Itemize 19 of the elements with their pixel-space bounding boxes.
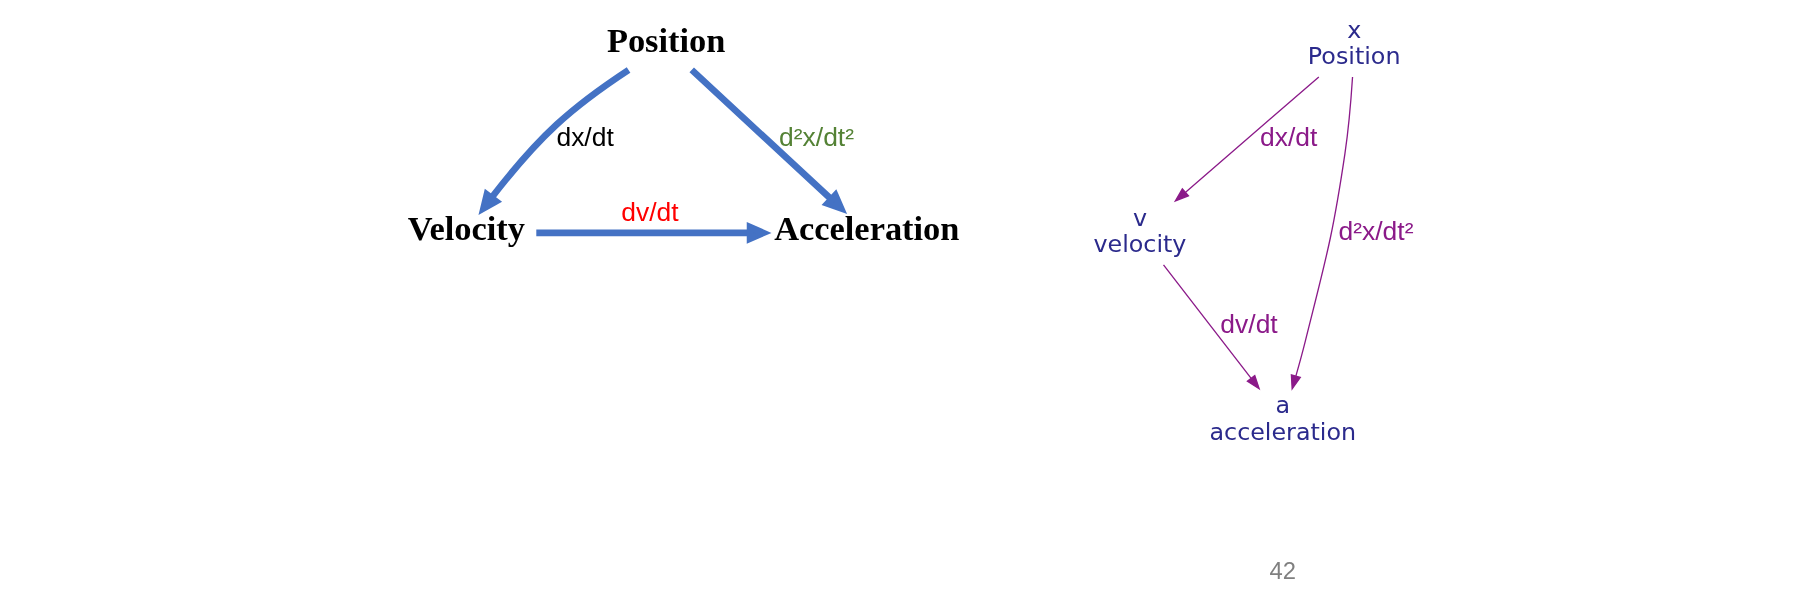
edge-label: dv/dt (620, 197, 679, 228)
node-text: Acceleration (773, 208, 959, 247)
node-text: x Position (1307, 15, 1401, 71)
edge-label: dv/dt (1219, 309, 1278, 340)
edge-label: dx/dt (1259, 121, 1317, 152)
node-text: a acceleration (1208, 391, 1356, 446)
label: 42 (1269, 556, 1296, 584)
arrow (535, 222, 772, 244)
edge-label: dx/dt (555, 121, 614, 152)
node-text: v velocity (1092, 203, 1186, 258)
arrow (477, 67, 630, 215)
arrow (688, 67, 847, 214)
arrow (1162, 264, 1260, 391)
node-text: Position (606, 21, 725, 60)
node-text: Velocity (407, 208, 525, 247)
arrow (1173, 76, 1319, 203)
edge-label: d²x/dt² (1338, 215, 1413, 246)
arrow (1290, 76, 1353, 391)
edge-label: d²x/dt² (778, 121, 854, 152)
